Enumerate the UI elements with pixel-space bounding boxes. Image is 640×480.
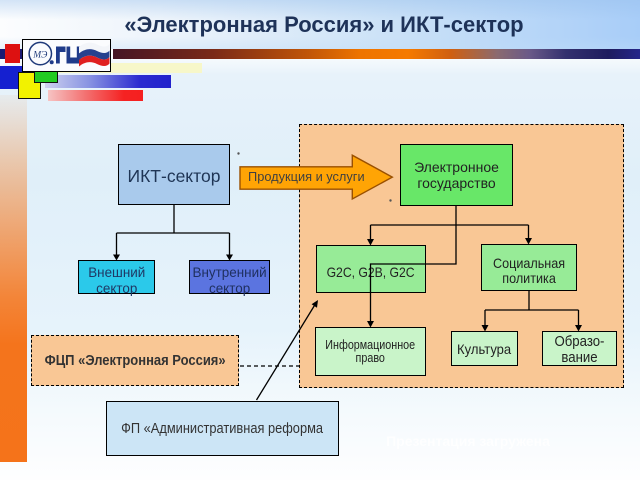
svg-text:МЭ: МЭ (32, 51, 47, 61)
